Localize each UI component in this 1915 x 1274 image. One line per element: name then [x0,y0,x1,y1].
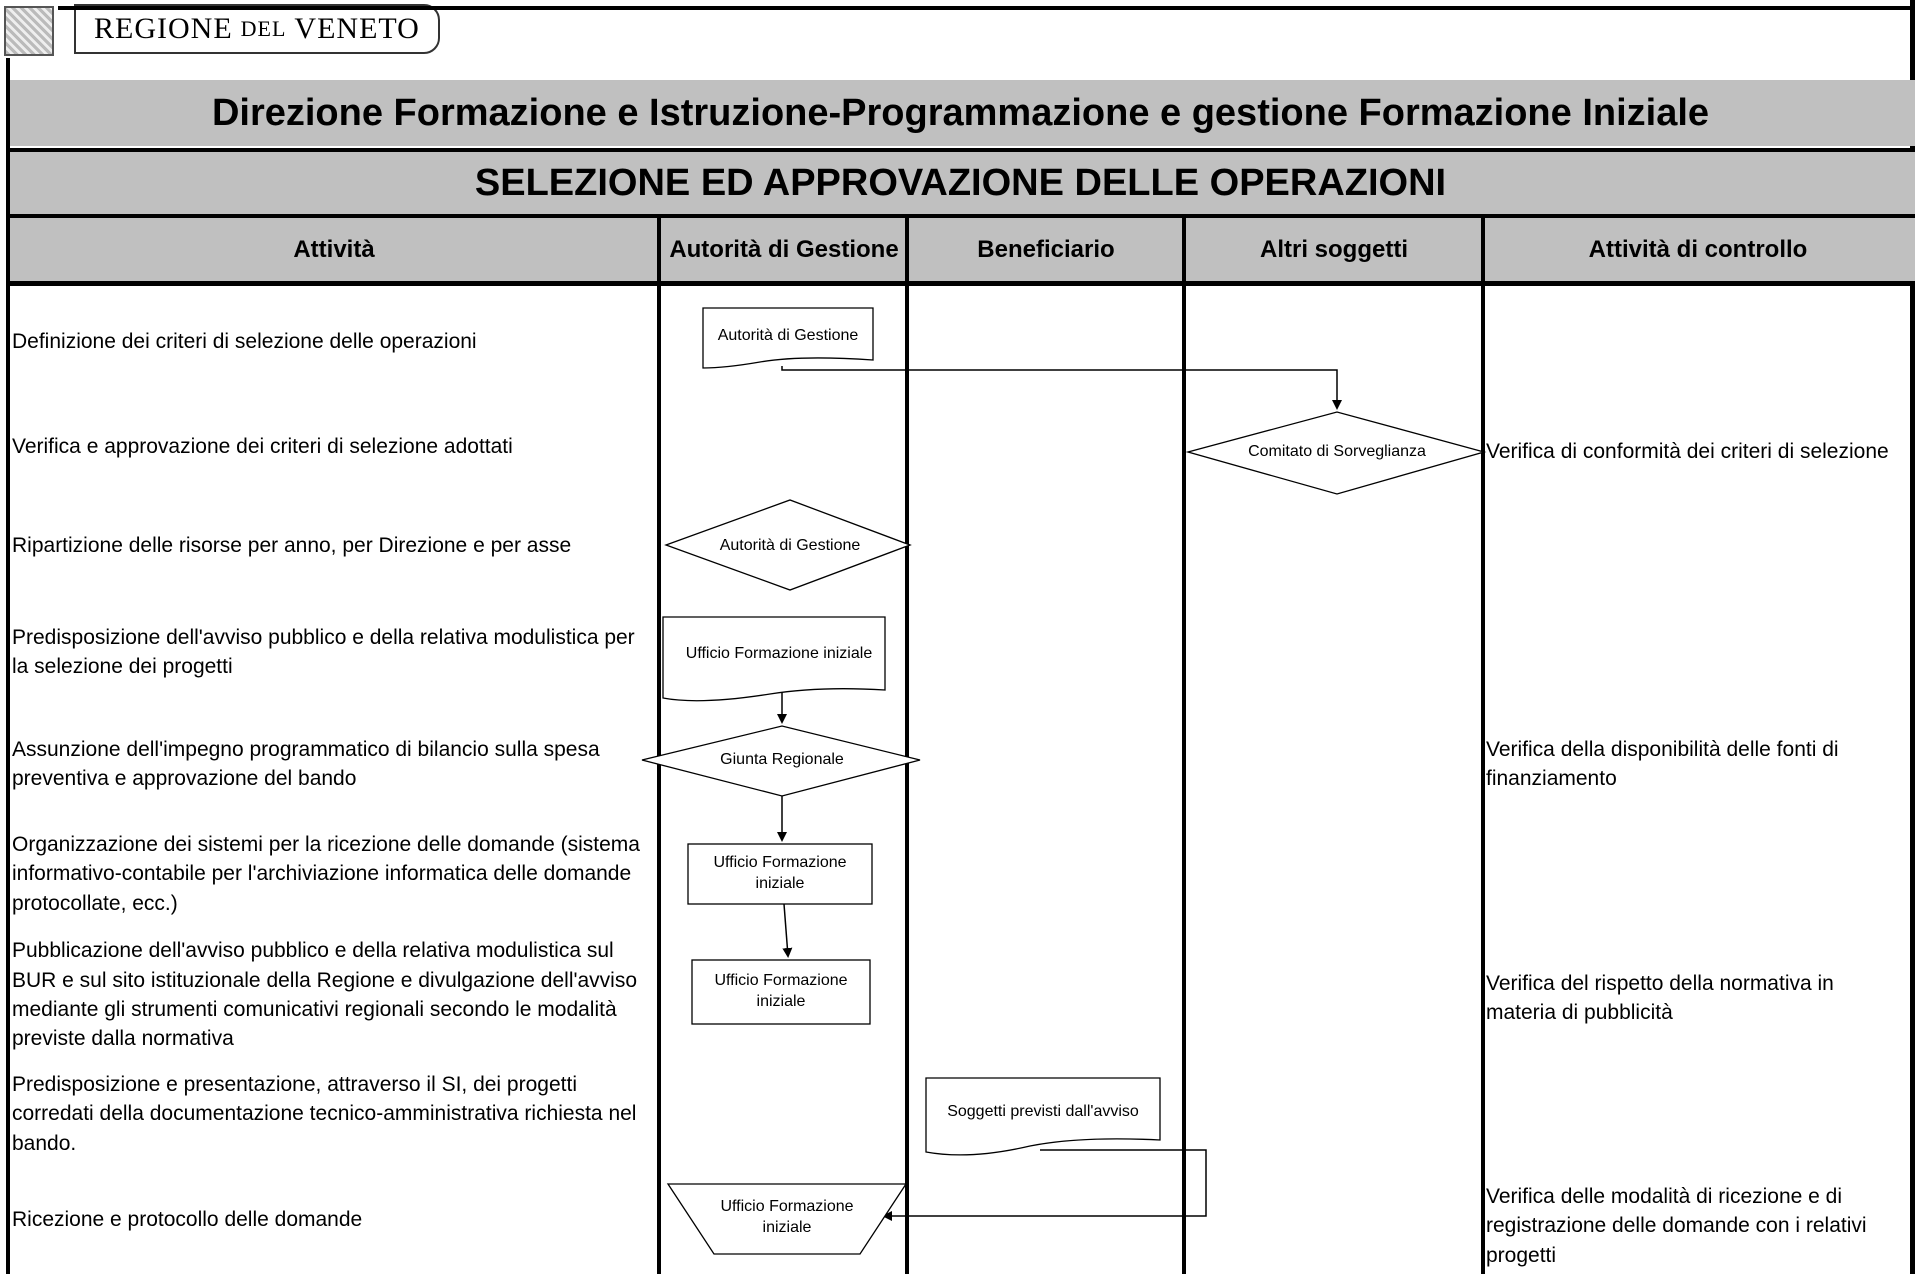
page-subtitle: SELEZIONE ED APPROVAZIONE DELLE OPERAZIO… [6,148,1915,214]
control-text: Verifica della disponibilità delle fonti… [1486,737,1839,790]
activity-text: Ripartizione delle risorse per anno, per… [12,534,572,558]
document-shape [662,616,886,702]
logo-bar [0,0,1915,60]
control-text: Verifica del rispetto della normativa in… [1486,971,1834,1024]
logo-word-regione: REGIONE [94,12,233,45]
frame-right-border [1910,0,1915,1274]
document-shape [925,1077,1161,1156]
process-shape [691,959,871,1025]
column-header-controllo: Attività di controllo [1588,236,1808,263]
decision-shape [641,725,921,797]
logo-word-veneto: VENETO [294,12,420,45]
column-divider [657,214,661,1274]
control-text: Verifica delle modalità di ricezione e d… [1486,1184,1867,1267]
connector-arrow [781,366,1342,410]
activity-text: Organizzazione dei sistemi per la ricezi… [12,832,640,915]
logo-word-del: DEL [240,16,287,41]
table-header-row [6,214,1915,286]
shape-label-ufficio-formazione: Ufficio Formazione iniziale [713,854,847,892]
connector-arrow [882,1149,1207,1221]
region-logo-text: REGIONE DEL VENETO [74,4,440,54]
control-text: Verifica di conformità dei criteri di se… [1486,440,1889,464]
activity-text: Predisposizione dell'avviso pubblico e d… [12,625,635,678]
shape-label-ufficio-formazione: Ufficio Formazione iniziale [720,1198,854,1236]
column-header-beneficiario: Beneficiario [977,236,1115,263]
column-divider [905,214,909,1274]
shape-label-ufficio-formazione: Ufficio Formazione iniziale [714,972,848,1010]
document-shape [702,307,874,369]
frame-left-border [6,58,10,1274]
connector-arrow [782,903,793,958]
shape-label-soggetti-previsti: Soggetti previsti dall'avviso [947,1102,1139,1120]
process-shape [687,843,873,905]
column-header-altri-soggetti: Altri soggetti [1260,236,1408,263]
column-header-attivita: Attività [293,236,375,263]
column-divider [1481,214,1485,1274]
activity-text: Verifica e approvazione dei criteri di s… [12,435,513,459]
region-emblem-icon [4,6,54,56]
shape-label-autorita-gestione: Autorità di Gestione [719,536,861,554]
column-divider [1182,214,1186,1274]
frame-top-border [58,6,1915,10]
decision-shape [664,499,912,591]
column-header-autorita: Autorità di Gestione [669,236,899,263]
page-title: Direzione Formazione e Istruzione-Progra… [6,80,1915,146]
decision-shape [1185,411,1487,495]
activity-text: Definizione dei criteri di selezione del… [12,330,477,354]
shape-label-comitato-sorveglianza: Comitato di Sorveglianza [1248,442,1426,460]
shape-label-ufficio-formazione: Ufficio Formazione iniziale [685,644,873,662]
activity-text: Assunzione dell'impegno programmatico di… [12,737,600,790]
shape-label-autorita-gestione: Autorità di Gestione [717,326,859,344]
activity-text: Predisposizione e presentazione, attrave… [12,1072,637,1155]
manual-operation-shape [666,1183,908,1255]
activity-text: Pubblicazione dell'avviso pubblico e del… [12,939,638,1051]
shape-label-giunta-regionale: Giunta Regionale [720,750,844,768]
activity-text: Ricezione e protocollo delle domande [12,1208,363,1232]
